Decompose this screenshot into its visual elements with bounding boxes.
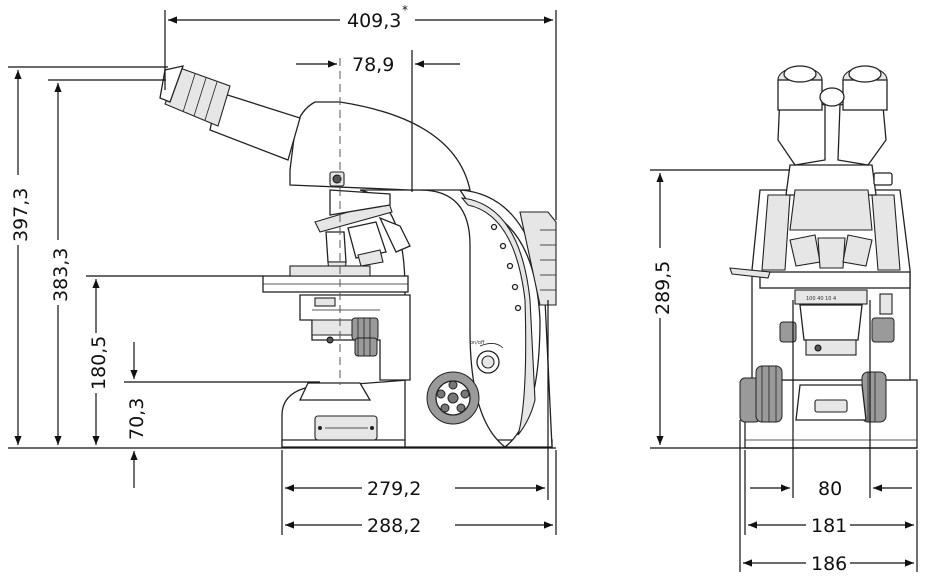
dim-full-depth: 288,2 [367, 515, 421, 537]
dim-overall-width-star: * [402, 3, 408, 17]
dim-eyepiece-height: 383,3 [50, 248, 72, 302]
dim-front-height: 289,5 [652, 261, 674, 315]
front-stage-knob [871, 317, 895, 343]
dim-front-width: 186 [811, 553, 847, 575]
side-view-dimensions: 409,3 * 78,9 397,3 383,3 180,5 70,3 [8, 3, 557, 537]
dim-base-depth: 279,2 [367, 478, 421, 500]
dim-front-mid: 181 [811, 515, 847, 537]
front-scale-label: 100 40 10 4 [806, 296, 836, 302]
dim-front-inner: 80 [818, 478, 842, 500]
front-view-microscope: 100 40 10 4 [729, 65, 918, 449]
front-stage [759, 271, 911, 289]
dim-condenser-height: 70,3 [126, 398, 148, 440]
stage-knob [351, 317, 379, 341]
side-view-microscope: on/off [159, 58, 557, 448]
dim-total-height: 397,3 [10, 188, 32, 242]
front-brand-plate [814, 399, 848, 413]
front-view-dimensions: 289,5 80 181 186 [650, 169, 918, 575]
front-head [789, 189, 873, 231]
dim-stage-height: 180,5 [88, 336, 110, 390]
dim-eyepiece-offset: 78,9 [352, 54, 394, 76]
dim-overall-width: 409,3 [347, 10, 401, 32]
power-knob-label: on/off [470, 340, 485, 346]
